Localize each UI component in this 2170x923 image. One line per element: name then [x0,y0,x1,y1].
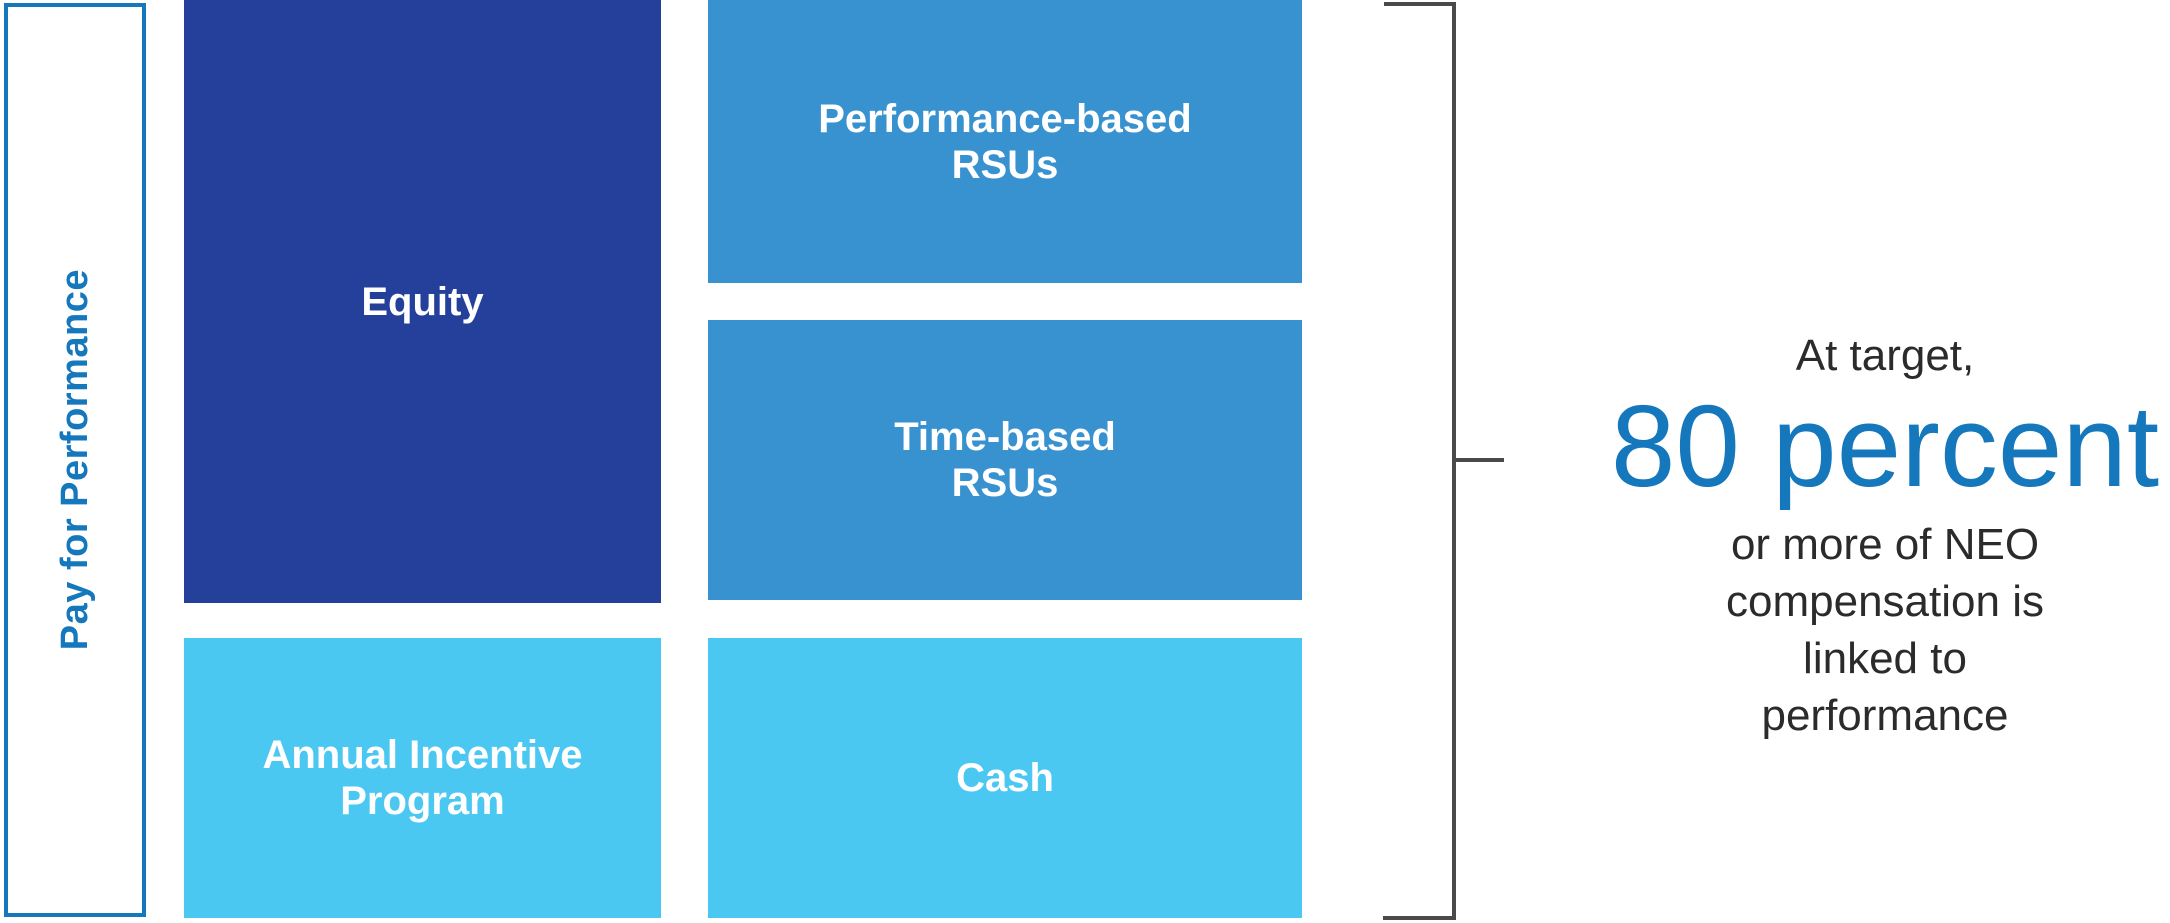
bracket-middle-tick [1456,458,1504,462]
cash-label: Cash [956,756,1054,800]
performance-rsus-box: Performance-based RSUs [708,0,1302,283]
callout: At target, 80 percent or more of NEO com… [1600,330,2170,744]
callout-body-line: or more of NEO [1730,520,2040,569]
pay-for-performance-sidebar: Pay for Performance [4,3,146,917]
bracket-bottom-tick [1383,916,1456,920]
callout-intro: At target, [1795,331,1975,380]
time-rsus-box: Time-based RSUs [708,320,1302,600]
callout-highlight: 80 percent [1610,381,2160,511]
annual-incentive-box: Annual Incentive Program [184,638,661,918]
cash-box: Cash [708,638,1302,918]
time-rsus-label-line2: RSUs [951,461,1059,505]
callout-body: or more of NEO compensation is linked to… [1600,516,2170,744]
callout-body-line: compensation is [1726,577,2044,626]
annual-incentive-label-line2: Program [340,779,505,823]
bracket-vertical-line [1452,2,1456,920]
time-rsus-label-line1: Time-based [894,415,1116,459]
equity-box: Equity [184,0,661,603]
bracket-top-tick [1384,2,1456,6]
callout-body-line: linked to [1803,634,1967,683]
annual-incentive-label-line1: Annual Incentive [262,733,583,777]
equity-label: Equity [361,279,484,324]
performance-rsus-label-line2: RSUs [951,142,1059,187]
callout-body-line: performance [1761,691,2009,740]
sidebar-label: Pay for Performance [53,269,96,651]
performance-rsus-label-line1: Performance-based [818,96,1192,141]
